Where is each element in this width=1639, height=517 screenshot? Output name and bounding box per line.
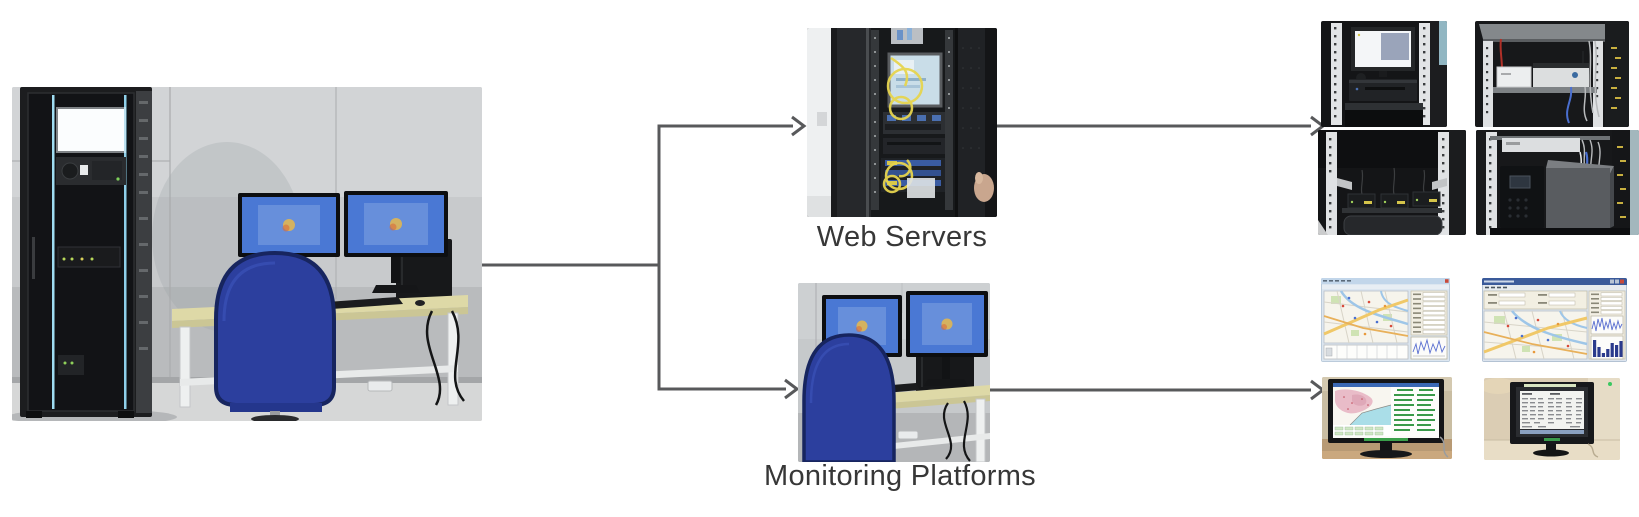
office-chair: [802, 333, 896, 462]
shelf: [1345, 103, 1423, 110]
title-bar: [1321, 278, 1450, 284]
map-panel: [1483, 310, 1588, 360]
input-panel: [1483, 290, 1588, 310]
rack-rail: [1486, 132, 1497, 235]
photo-web-servers-rack: [807, 28, 997, 217]
drawer-front: [1343, 215, 1443, 235]
waveform-panel: [1410, 336, 1448, 360]
rack-servers: [881, 112, 945, 192]
photo-monitoring-workstation: [798, 283, 990, 462]
shelf: [1342, 208, 1442, 213]
ups-tower: [1500, 166, 1544, 228]
photo-data-table-monitor: [1484, 378, 1620, 460]
top-shelf: [1479, 24, 1625, 39]
rack-led-strip: [52, 95, 55, 409]
rack-rails: [1331, 23, 1430, 125]
blue-cable: [1566, 86, 1573, 124]
rack-rails: [1483, 41, 1603, 127]
cables: [425, 310, 442, 406]
arrowhead-monitoring: [784, 378, 800, 400]
arrowhead-web-servers: [791, 115, 807, 137]
rack-rails: [871, 30, 953, 210]
bar-chart: [1590, 335, 1624, 360]
status-light: [1608, 382, 1612, 386]
cables: [942, 402, 953, 460]
network-device: [1502, 138, 1580, 152]
office-chair: [214, 250, 336, 421]
monitor-stand: [1380, 443, 1392, 451]
web-servers-label: Web Servers: [816, 221, 988, 253]
close-button: [1445, 279, 1449, 283]
wires: [1360, 167, 1426, 195]
photo-rack-ups-bay: [1476, 130, 1639, 235]
bracket-right: [1432, 178, 1447, 190]
dual-monitors: [822, 291, 988, 386]
fiber-cables: [882, 56, 924, 194]
server-rack: [20, 87, 152, 418]
map-panel: [1323, 290, 1409, 344]
monitoring-platforms-label: Monitoring Platforms: [764, 460, 1036, 492]
vent-slots: [1611, 47, 1621, 109]
waveform-chart: [1590, 315, 1624, 335]
photo-rack-receivers-bay: [1318, 130, 1466, 235]
equipment-box: [1546, 168, 1610, 228]
status-bar-panel: [1323, 344, 1409, 360]
cable: [1439, 436, 1449, 458]
side-panel: [1588, 290, 1626, 360]
close-button: [1620, 279, 1624, 284]
cable: [1587, 443, 1599, 458]
mouse: [415, 300, 425, 306]
table-screen: [1516, 384, 1588, 437]
photo-rack-network-bay: [1475, 21, 1629, 127]
receiver-units: [1347, 191, 1441, 209]
photo-regional-map-monitor: [1322, 377, 1452, 459]
map-screen: [1333, 383, 1439, 441]
photo-map-app-window-2: [1482, 278, 1627, 362]
vent-slots: [1617, 146, 1626, 218]
photo-map-app-window-1: [1321, 278, 1450, 362]
monitor-stand: [1546, 444, 1556, 451]
bracket-left: [1337, 178, 1352, 190]
modem: [1496, 66, 1532, 88]
patch-cables: [1583, 40, 1600, 122]
rack-left-door: [831, 28, 871, 217]
rack-console-screen: [58, 109, 124, 151]
shelf: [1493, 87, 1597, 93]
parameter-panel: [1410, 290, 1448, 336]
title-bar: [1482, 278, 1627, 285]
photo-rack-console-bay: [1321, 21, 1447, 127]
photo-deployment-overview: [12, 87, 482, 421]
